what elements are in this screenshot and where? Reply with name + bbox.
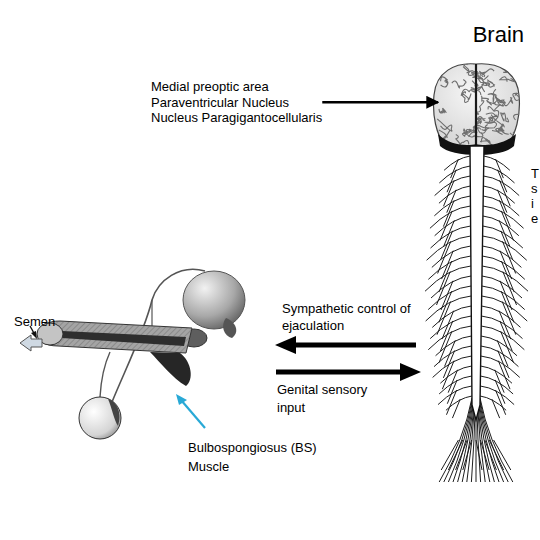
gyrus-line <box>486 106 499 116</box>
nerve-root <box>492 399 500 418</box>
nerve-root <box>463 440 472 470</box>
afferent-arrow-shaft <box>276 370 404 375</box>
gyrus-line <box>467 71 484 79</box>
gyrus-line <box>452 80 466 88</box>
muscle-leader-head <box>176 394 187 405</box>
nerve-root <box>501 291 514 322</box>
cut-off-text: i <box>531 196 540 211</box>
gyrus-line <box>456 135 469 145</box>
nerve-root <box>428 326 471 350</box>
part-label: Bulbospongiosus (BS) Muscle <box>188 438 334 476</box>
pathway-label: Sympathetic control of ejaculation <box>282 300 414 334</box>
nucleus-name: Paraventricular Nucleus <box>151 95 322 111</box>
brain-gyri <box>433 61 532 145</box>
gyrus-line <box>472 81 487 90</box>
gyrus-line <box>485 117 496 128</box>
cut-off-text: e <box>531 211 540 226</box>
nerve-root <box>448 440 462 470</box>
spinal-cord <box>470 146 484 420</box>
bladder <box>183 271 245 329</box>
nerve-root <box>439 398 472 482</box>
spermatic-cord <box>100 352 110 397</box>
nerve-root <box>462 398 474 482</box>
nerve-root <box>494 440 511 470</box>
epididymis <box>108 399 120 426</box>
gyrus-line <box>464 129 483 137</box>
brain-midline <box>475 64 477 150</box>
nerve-root <box>452 399 460 418</box>
cut-off-text: s <box>531 181 540 196</box>
genital-illustration <box>20 269 245 439</box>
region-heading: Brain <box>438 22 524 48</box>
gyrus-line <box>505 63 515 72</box>
nerve-root <box>437 301 451 334</box>
nerve-root <box>442 251 454 279</box>
gyrus-line <box>500 77 516 82</box>
gyrus-line <box>510 129 530 135</box>
nerve-root <box>428 286 471 310</box>
nerve-root <box>428 256 471 279</box>
nucleus-name: Medial preoptic area <box>151 79 322 95</box>
nerve-root <box>442 361 454 389</box>
gyrus-line <box>488 80 495 87</box>
part-label: Semen <box>14 313 74 330</box>
gyrus-line <box>495 96 505 106</box>
nerve-root <box>500 251 512 279</box>
nerve-root <box>482 286 525 310</box>
muscle-leader <box>181 400 205 428</box>
seminal-vesicle <box>223 318 236 338</box>
efferent-arrow-shaft <box>292 343 416 348</box>
nucleus-name: Nucleus Paragigantocellularis <box>151 110 322 126</box>
penile-shaft <box>38 321 192 353</box>
pathway-label: Genital sensory input <box>277 381 389 417</box>
brain-node: Brain <box>438 22 528 154</box>
nerve-root <box>498 361 510 389</box>
nerve-root <box>482 256 525 279</box>
nerve-root <box>483 236 527 260</box>
cut-off-text: T <box>531 166 540 181</box>
semen-arrow <box>20 335 42 351</box>
gyrus-line <box>441 77 448 87</box>
nerve-root <box>500 281 512 310</box>
afferent-arrow-head <box>400 363 421 381</box>
semen-leader-head <box>31 331 37 339</box>
nerve-root <box>480 398 513 482</box>
nerve-root <box>453 398 474 482</box>
testis <box>79 397 121 439</box>
gyrus-line <box>463 61 474 71</box>
nerve-root <box>481 326 524 350</box>
nerve-root <box>458 398 474 482</box>
gyrus-line <box>513 93 522 100</box>
bulbospongiosus-muscle <box>150 352 191 386</box>
gyrus-line <box>491 115 509 135</box>
brain-drawing <box>433 61 532 155</box>
pathway-arrows <box>275 336 421 381</box>
gyrus-line <box>492 126 504 132</box>
gyrus-line <box>439 108 446 113</box>
gyrus-line <box>462 94 471 103</box>
gyrus-line <box>480 138 492 146</box>
nerve-root <box>448 398 473 482</box>
gyrus-line <box>437 119 452 131</box>
nucleus-list: Medial preoptic areaParaventricular Nucl… <box>151 79 322 126</box>
gyrus-line <box>514 110 532 120</box>
gyrus-line <box>488 89 496 101</box>
efferent-arrow-head <box>275 336 296 354</box>
gyrus-line <box>480 69 494 75</box>
shaft-shading <box>38 321 192 353</box>
nerve-root <box>501 261 514 292</box>
gyrus-line <box>501 113 509 122</box>
pointer-arrow <box>322 101 438 104</box>
nerve-root <box>441 281 453 310</box>
nerve-root <box>439 291 452 322</box>
gyrus-line <box>477 118 485 124</box>
corpus-spongiosum <box>62 331 186 346</box>
